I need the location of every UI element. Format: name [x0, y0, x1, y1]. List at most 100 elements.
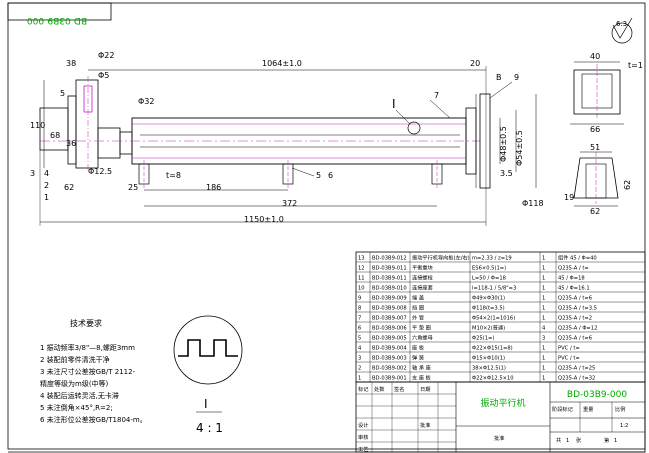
tb-label-12: 签名	[394, 385, 404, 393]
bom-cell: Φ22×Φ12.5×10	[472, 376, 514, 382]
dim-phi22: Φ22	[98, 51, 114, 60]
bearing-cap	[119, 131, 133, 155]
technical-notes: 技术要求 1 振动频率3/8"—8,螺距3mm 2 装配前零件清洗干净 3 未注…	[40, 318, 147, 424]
note-6: 6 未注形位公差按GB/T1804-m。	[40, 415, 147, 424]
bom-cell: PVC / t=	[558, 356, 580, 362]
dim-62: 62	[64, 183, 74, 192]
bom-cell: 38×Φ12.5(1)	[472, 366, 506, 372]
bom-cell: M10×2(普通)	[472, 324, 505, 332]
tb-label-3: 比例	[615, 405, 625, 413]
bom-cell: 13	[358, 256, 365, 262]
bom-cell: 2	[358, 366, 361, 372]
sheet-frame	[7, 2, 646, 450]
tb-scale: 1:2	[620, 423, 628, 429]
tb-title: 振动平行机	[480, 397, 525, 409]
mirrored-drawing-number-text: BD-03B9-000	[27, 15, 87, 25]
bom-cell: BD-03B9-002	[372, 366, 407, 372]
balloon-4: 4	[44, 169, 49, 178]
detail-leader	[395, 109, 411, 125]
tb-label-4: 设计	[358, 421, 368, 429]
end-plate	[479, 93, 491, 189]
tb-sheet: 1	[614, 438, 617, 444]
balloon-leader-7	[429, 99, 451, 119]
bom-cell: 平 垫 圈	[412, 324, 431, 332]
balloon-2: 2	[44, 181, 49, 190]
bom-cell: Φ22×Φ15(1=8)	[472, 346, 513, 352]
dim-1064: 1064±1.0	[262, 59, 302, 68]
dim-110: 110	[30, 121, 45, 130]
side-bottom-top: 51	[590, 143, 600, 152]
dim-phi54: Φ54±0.5	[515, 130, 524, 166]
bom-cell: 5	[358, 336, 361, 342]
dim-372: 372	[282, 199, 297, 208]
dim-phi5: Φ5	[98, 71, 109, 80]
tb-label-9: 张	[576, 436, 582, 444]
tb-sheets-total: 1	[566, 438, 569, 444]
side-top-bottom: 66	[590, 125, 600, 134]
side-bottom-h: 62	[623, 180, 632, 190]
bom-cell: BD-03B9-012	[372, 256, 407, 262]
note-5: 5 未注倒角×45°,R=2;	[40, 403, 113, 412]
bom-cell: 外 管	[412, 314, 424, 322]
bom-cell: 4	[358, 346, 362, 352]
bom-cell: BD-03B9-011	[372, 276, 407, 282]
balloon-leader-56	[291, 167, 315, 177]
side-bottom-width: 62	[590, 207, 600, 216]
bom-cell: BD-03B9-003	[372, 356, 407, 362]
tb-label-10: 第	[604, 436, 609, 444]
bom-cell: Q235-A / t=2	[558, 316, 592, 322]
balloon-leader-9	[489, 81, 513, 99]
bom-cell: 1	[542, 366, 545, 372]
bom-cell: 六角螺母	[412, 334, 433, 342]
tb-label-1: 阶段标记	[552, 405, 573, 413]
tb-label-5: 审核	[358, 433, 368, 441]
bom-cell: 平衡重块	[412, 264, 434, 272]
main-view: I 38 Φ22 Φ5 1064±1.0 20 5 Φ32 110 68 36 …	[30, 51, 544, 226]
tb-label-11: 日期	[420, 386, 430, 393]
bom-cell: 1	[542, 296, 545, 302]
tb-drawing-number: BD-03B9-000	[567, 390, 627, 400]
tb-label-6: 工艺	[358, 446, 368, 453]
bom-cell: 8	[358, 306, 361, 312]
bom-cell: 6	[358, 326, 361, 332]
bom-cell: 端 盖	[412, 294, 424, 302]
mirrored-drawing-number: BD-03B9-000	[7, 2, 112, 25]
bom-cell: 9	[358, 296, 361, 302]
roughness-symbol: 6.3	[611, 17, 633, 44]
bom-cell: 连接螺栓	[412, 274, 434, 282]
detail-view: I 4 : 1	[173, 315, 243, 435]
bom-cell: BD-03B9-008	[372, 306, 407, 312]
note-4: 4 装配后运转灵活,无卡滞	[40, 391, 119, 400]
bom-cell: Q235-A / t=25	[558, 366, 595, 372]
balloon-1: 1	[44, 193, 49, 202]
note-1: 1 振动频率3/8"—8,螺距3mm	[40, 343, 135, 352]
bom-cell: 1	[542, 276, 545, 282]
bom-cell: BD-03B9-006	[372, 326, 407, 332]
balloon-7: 7	[434, 91, 439, 100]
bom-cell: BD-03B9-007	[372, 316, 407, 322]
bom-cell: BD-03B9-011	[372, 266, 407, 272]
side-view-top: 40 t=1 66	[570, 52, 643, 134]
eccentric-block	[75, 79, 99, 169]
detail-scale: 4 : 1	[196, 421, 223, 435]
bom-cell: Q235-A / t=3.5	[558, 306, 597, 312]
bom-cell: 支 座 板	[412, 374, 432, 382]
bom-cell: m=2.33 / z=19	[472, 256, 512, 262]
bearing-seat	[97, 127, 121, 159]
bom-cell: PVC / t=	[558, 346, 580, 352]
bom-cell: 挡 圈	[412, 304, 424, 312]
tb-label-2: 重量	[583, 405, 593, 413]
detail-marker-circle	[407, 121, 421, 135]
bom-cell: BD-03B9-005	[372, 336, 407, 342]
bom-cell: BD-03B9-009	[372, 296, 407, 302]
dim-phi118: Φ118	[522, 199, 544, 208]
dim-3-5: 3.5	[500, 169, 513, 178]
dim-20: 20	[470, 59, 480, 68]
dim-25: 25	[128, 183, 138, 192]
bom-cell: BD-03B9-001	[372, 376, 407, 382]
notes-heading: 技术要求	[70, 318, 102, 328]
bom-cell: 10	[358, 286, 365, 292]
label-b: B	[496, 73, 502, 82]
